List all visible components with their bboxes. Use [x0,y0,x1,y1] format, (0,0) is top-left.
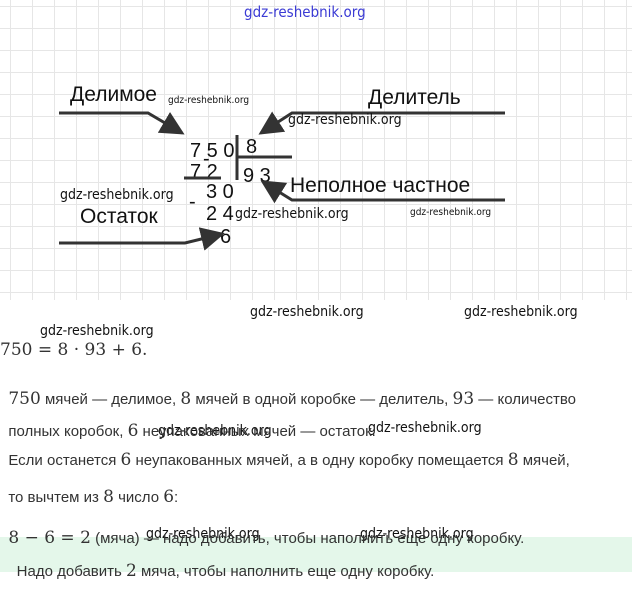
watermark: gdz-reshebnik.org [168,95,250,106]
remainder-digit: 6 [220,226,231,248]
number: 8 [180,389,192,409]
number: 750 [8,389,41,409]
watermark: gdz-reshebnik.org [235,206,349,222]
watermark: gdz-reshebnik.org [146,526,260,542]
watermark: gdz-reshebnik.org [288,112,402,128]
paragraph-1: 750 мячей — делимое, 8 мячей в одной кор… [0,372,576,409]
watermark: gdz-reshebnik.org [40,323,154,339]
number: 93 [452,389,475,409]
dividend-arrow [59,111,185,135]
watermark: gdz-reshebnik.org [60,187,174,203]
watermark: gdz-reshebnik.org [360,526,474,542]
text: неупакованных мячей, а в одну коробку по… [131,452,508,469]
watermark: gdz-reshebnik.org [250,304,364,320]
number: 8 [103,487,114,507]
dividend-digits: 7 5 0 [190,140,234,162]
text: число [113,489,164,506]
second-subtrahend: 2 4 [206,203,234,225]
text: мячей в одной коробке — делитель, [191,391,453,408]
watermark: gdz-reshebnik.org [158,423,272,439]
text: мячей — делимое, [40,391,181,408]
equation-2: 8 − 6 = 2 (мяча) — надо добавить, чтобы … [0,511,524,548]
text: : [174,489,179,506]
text: неупакованных мячей — остаток. [138,423,376,440]
equation-1: 750 = 8 · 93 + 6. [0,340,148,360]
quotient-arrow [260,180,505,204]
text: Если останется [8,452,121,469]
text: (мяча) — надо добавить, чтобы наполнить … [90,530,525,547]
paragraph-3: Если останется 6 неупакованных мячей, а … [0,433,570,470]
number: 8 [507,450,519,470]
watermark-top: gdz-reshebnik.org [244,3,366,21]
number: 2 [126,561,137,581]
paragraph-4: то вычтем из 8 число 6: [0,470,178,507]
number: 6 [127,421,139,441]
watermark: gdz-reshebnik.org [368,420,482,436]
watermark: gdz-reshebnik.org [464,304,578,320]
watermark: gdz-reshebnik.org [410,207,492,218]
second-partial: 3 0 [206,181,234,203]
paragraph-2: полных коробок, 6 неупакованных мячей — … [0,404,376,441]
equation: 8 − 6 = 2 [8,528,91,548]
minus-sign: - [203,148,210,170]
minus-sign-2: - [189,191,196,213]
quotient-label: Неполное частное [290,174,470,197]
remainder-arrow [59,227,225,251]
remainder-label: Остаток [80,205,158,228]
divisor-digit: 8 [246,136,257,158]
first-subtrahend: 7 2 [190,161,218,183]
number: 6 [163,487,175,507]
text: то вычтем из [8,489,104,506]
answer-text: Надо добавить 2 мяча, чтобы наполнить ещ… [0,544,435,598]
number: 6 [120,450,132,470]
text: — количество [474,391,577,408]
grid-background [0,0,632,300]
long-division-diagram: Делимое Делитель Неполное частное Остато… [59,83,505,251]
text: мячей, [518,452,570,469]
divisor-label: Делитель [368,86,461,109]
dividend-label: Делимое [70,83,157,106]
text: полных коробок, [8,423,128,440]
divisor-arrow [258,111,505,135]
